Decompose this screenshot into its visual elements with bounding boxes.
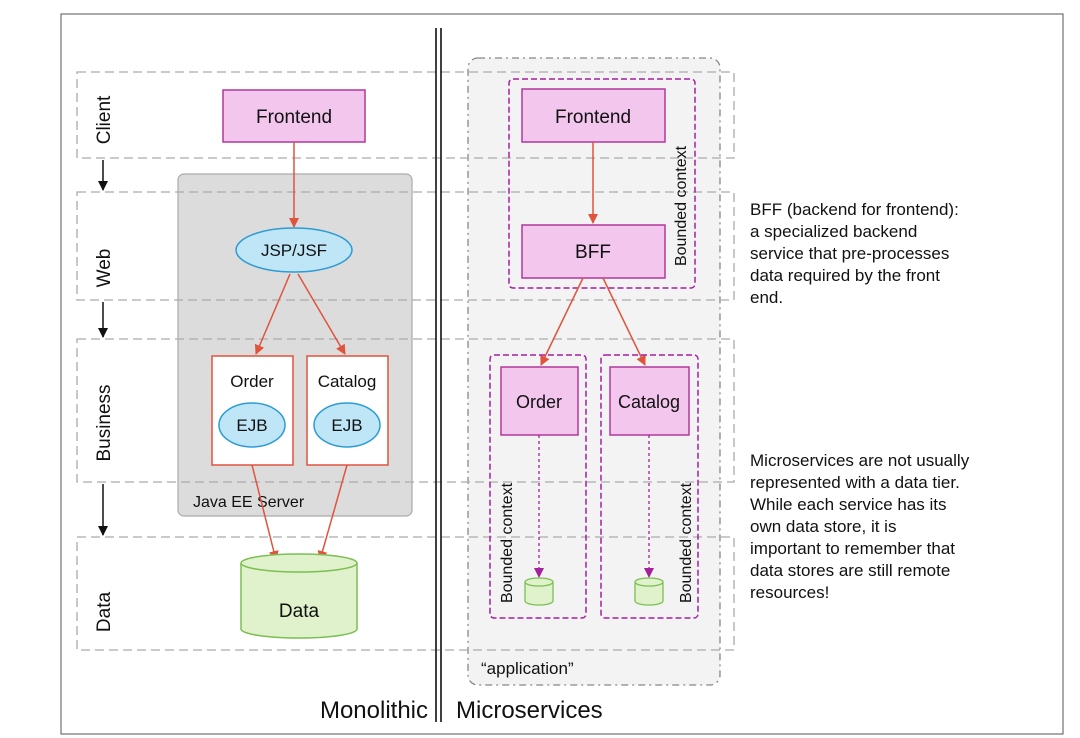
caption-monolithic: Monolithic xyxy=(320,697,428,724)
tier-band-data xyxy=(76,536,735,651)
order-bounded-context xyxy=(489,354,587,619)
bff-note-line: data required by the front xyxy=(750,266,940,285)
data-tier-note-line: Microservices are not usually xyxy=(750,451,970,470)
data-tier-note: Microservices are not usually represente… xyxy=(750,450,969,604)
micro-catalog-label: Catalog xyxy=(618,392,680,412)
mono-data-label: Data xyxy=(279,601,320,622)
java-ee-server-label: Java EE Server xyxy=(193,494,305,511)
caption-microservices: Microservices xyxy=(456,697,603,724)
bff-note-line: BFF (backend for frontend): xyxy=(750,200,959,219)
tier-label-data: Data xyxy=(94,592,115,633)
mono-order-ejb-label: EJB xyxy=(236,416,267,435)
mono-frontend-box xyxy=(222,89,366,143)
arrow-catalog-data xyxy=(317,464,348,561)
mono-order-ejb xyxy=(218,402,286,448)
tier-band-web xyxy=(76,191,735,301)
tier-band-business xyxy=(76,338,735,483)
data-tier-note-line: important to remember that xyxy=(750,539,956,558)
data-tier-note-line: represented with a data tier. xyxy=(750,473,960,492)
catalog-data-store xyxy=(634,577,664,606)
jsp-jsf-label: JSP/JSF xyxy=(261,241,327,260)
bff-note-line: end. xyxy=(750,288,784,307)
order-data-store xyxy=(524,577,554,606)
order-bounded-context-label: Bounded context xyxy=(499,482,516,603)
data-tier-note-line: While each service has its xyxy=(750,495,947,514)
micro-frontend-box xyxy=(521,88,666,143)
mono-order-label: Order xyxy=(230,372,274,391)
arrow-bff-catalog xyxy=(602,277,646,366)
tier-label-web: Web xyxy=(94,249,115,288)
mono-catalog-ejb-label: EJB xyxy=(331,416,362,435)
bff-bounded-context xyxy=(508,78,696,289)
tier-label-client: Client xyxy=(94,95,115,144)
mono-frontend-label: Frontend xyxy=(256,107,332,128)
application-label: “application” xyxy=(481,659,574,678)
bff-note-line: a specialized backend xyxy=(750,222,918,241)
micro-order-label: Order xyxy=(516,392,562,412)
mono-catalog-ejb xyxy=(313,402,381,448)
catalog-bounded-context-label: Bounded context xyxy=(678,482,695,603)
micro-catalog-box xyxy=(609,366,690,436)
application-container xyxy=(467,57,721,686)
data-tier-note-line: own data store, it is xyxy=(750,517,897,536)
bff-note-line: service that pre-processes xyxy=(750,244,950,263)
jsp-jsf-node xyxy=(235,227,353,273)
outer-frame xyxy=(60,13,1064,735)
mono-data-store xyxy=(240,553,358,639)
data-tier-note-line: resources! xyxy=(750,583,830,602)
arrow-order-data xyxy=(251,464,279,561)
bff-label: BFF xyxy=(575,242,611,263)
micro-order-box xyxy=(500,366,579,436)
bff-box xyxy=(521,224,666,279)
arrow-jsp-order xyxy=(254,273,291,355)
bff-note: BFF (backend for frontend): a specialize… xyxy=(750,199,959,309)
mono-catalog-label: Catalog xyxy=(318,372,377,391)
tier-label-business: Business xyxy=(94,384,115,461)
data-tier-note-line: data stores are still remote xyxy=(750,561,951,580)
bff-bounded-context-label: Bounded context xyxy=(673,145,690,266)
tier-band-client xyxy=(76,71,735,159)
micro-frontend-label: Frontend xyxy=(555,107,631,128)
arrow-bff-order xyxy=(540,277,584,366)
arrow-jsp-catalog xyxy=(297,273,346,355)
catalog-bounded-context xyxy=(600,354,699,619)
